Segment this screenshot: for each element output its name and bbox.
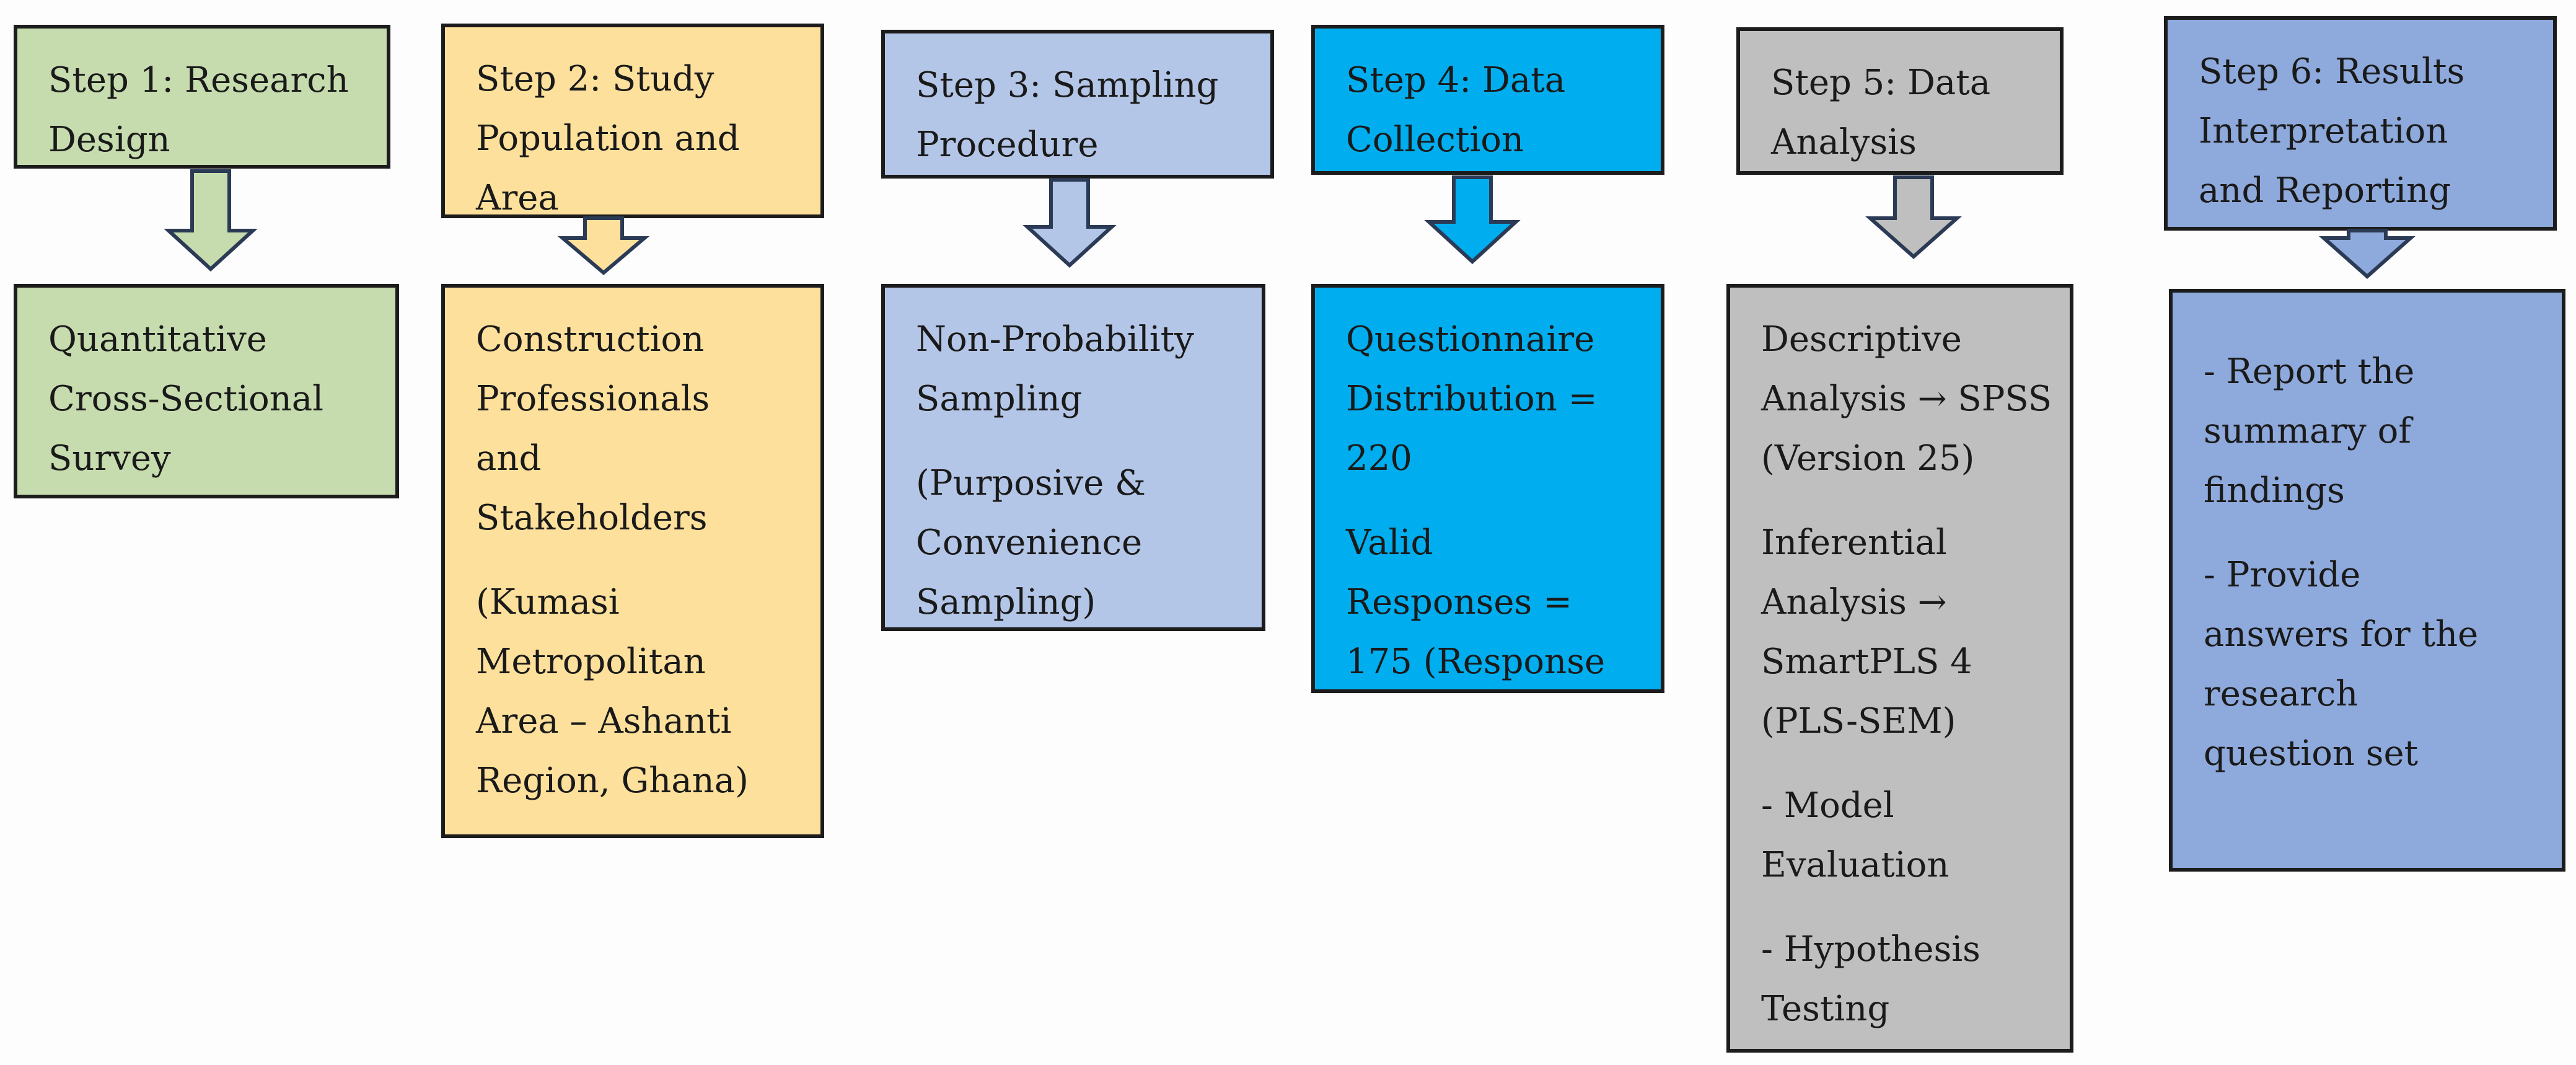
step-2-body-line: Construction [476, 319, 705, 360]
step-4-body-box: Questionnaire Distribution = 220 Valid R… [1311, 284, 1664, 693]
step-5-body-line: Analysis → SPSS [1761, 379, 2052, 419]
step-5-body-line: - Model [1761, 785, 1894, 826]
step-6-header-line: Interpretation [2199, 111, 2448, 151]
step-2-body-line: (Kumasi [476, 582, 620, 622]
step-6-body-line: findings [2204, 471, 2345, 511]
step-5-body-line: Inferential [1761, 523, 1947, 563]
step-6-body-line: - Report the [2204, 351, 2415, 392]
step-5-header-box: Step 5: Data Analysis [1736, 27, 2064, 175]
step-4-body-line: Questionnaire [1346, 319, 1595, 360]
down-arrow-icon [1424, 175, 1521, 265]
step-5-body-line: (Version 25) [1761, 438, 1975, 479]
step-4-header-box: Step 4: Data Collection [1311, 25, 1664, 175]
step-4-header-line: Step 4: Data [1346, 60, 1566, 100]
step-2-header-line: Area [476, 178, 559, 218]
step-6-header-box: Step 6: Results Interpretation and Repor… [2164, 16, 2557, 231]
step-3-body-line: Sampling [916, 379, 1083, 419]
step-1-header-line: Design [48, 120, 170, 160]
step-1-header-box: Step 1: Research Design [14, 25, 390, 169]
step-1-body-box: Quantitative Cross-Sectional Survey [14, 284, 399, 498]
step-2-header-line: Step 2: Study [476, 59, 714, 99]
step-4-body-line: Valid [1346, 523, 1433, 563]
step-2-body-line: Stakeholders [476, 498, 708, 538]
step-3-header-line: Step 3: Sampling [916, 65, 1219, 105]
down-arrow-icon [1865, 175, 1962, 260]
step-2-body-box: Construction Professionals and Stakehold… [441, 284, 824, 838]
step-5-header-line: Analysis [1771, 122, 1917, 162]
step-3-body-line: Sampling) [916, 582, 1096, 622]
step-4-body-line: Distribution = [1346, 379, 1598, 419]
step-5-body-line: Testing [1761, 989, 1890, 1029]
step-4-body-line: 175 (Response [1346, 642, 1606, 682]
step-4-body-line: 220 [1346, 438, 1412, 479]
step-6-body-box: - Report the summary of findings - Provi… [2169, 289, 2565, 872]
step-5-body-box: Descriptive Analysis → SPSS (Version 25)… [1726, 284, 2073, 1053]
step-5-body-line: - Hypothesis [1761, 929, 1980, 970]
step-2-body-line: Metropolitan [476, 642, 706, 682]
step-1-body-line: Survey [48, 438, 171, 479]
step-4-body-line: Responses = [1346, 582, 1573, 622]
step-1-body-line: Quantitative [48, 319, 267, 360]
step-5-body-line: SmartPLS 4 [1761, 642, 1972, 682]
step-6-body-line: answers for the [2204, 614, 2479, 655]
step-3-header-box: Step 3: Sampling Procedure [881, 30, 1274, 179]
step-3-body-box: Non-Probability Sampling (Purposive & Co… [881, 284, 1265, 631]
down-arrow-icon [557, 216, 650, 275]
step-3-body-line: Convenience [916, 523, 1143, 563]
step-2-body-line: Professionals [476, 379, 710, 419]
step-2-header-box: Step 2: Study Population and Area [441, 24, 824, 218]
step-3-header-line: Procedure [916, 125, 1099, 165]
down-arrow-icon [1022, 178, 1117, 268]
step-3-body-line: (Purposive & [916, 463, 1146, 503]
step-6-body-line: question set [2204, 733, 2419, 774]
step-5-header-line: Step 5: Data [1771, 63, 1991, 103]
step-6-header-line: Step 6: Results [2199, 51, 2465, 92]
step-2-body-line: Region, Ghana) [476, 761, 749, 801]
step-2-header-line: Population and [476, 118, 740, 159]
step-1-header-line: Step 1: Research [48, 60, 349, 100]
step-3-body-line: Non-Probability [916, 319, 1194, 360]
step-6-body-line: - Provide [2204, 555, 2361, 595]
step-6-header-line: and Reporting [2199, 170, 2451, 211]
step-6-body-line: summary of [2204, 411, 2412, 451]
step-2-body-line: Area – Ashanti [476, 701, 732, 741]
down-arrow-icon [2319, 229, 2416, 280]
step-5-body-line: Analysis → [1761, 582, 1947, 622]
step-4-header-line: Collection [1346, 120, 1524, 160]
step-1-body-line: Cross-Sectional [48, 379, 324, 419]
step-5-body-line: Evaluation [1761, 845, 1950, 885]
step-5-body-line: (PLS-SEM) [1761, 701, 1956, 741]
down-arrow-icon [164, 169, 258, 272]
step-2-body-line: and [476, 438, 542, 479]
step-5-body-line: Descriptive [1761, 319, 1962, 360]
step-6-body-line: research [2204, 674, 2358, 714]
